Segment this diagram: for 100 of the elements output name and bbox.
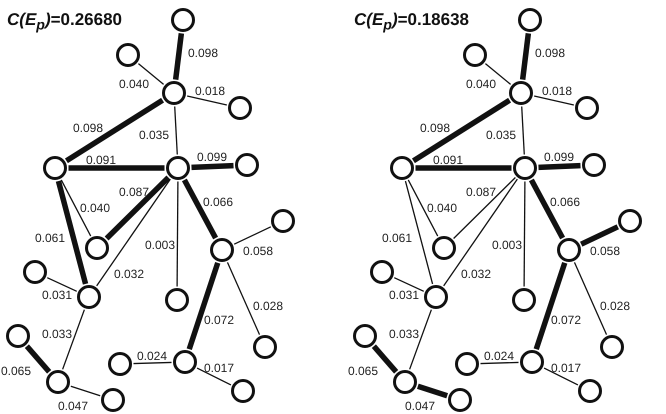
graph-edge (416, 165, 512, 171)
edge-weight-label: 0.065 (0, 365, 32, 377)
graph-node (22, 260, 46, 284)
graph-node (352, 324, 376, 348)
graph-edge (187, 95, 227, 106)
graph-node (100, 388, 124, 412)
edge-weight-label: 0.018 (194, 85, 226, 97)
edge-weight-label: 0.040 (80, 202, 110, 214)
graph-node (424, 284, 448, 308)
graph-edge (196, 367, 232, 386)
graph-node (164, 288, 188, 312)
graph-edge (133, 362, 172, 364)
graph-node (618, 208, 642, 232)
edge-weight-label: 0.035 (486, 129, 516, 141)
edge-weight-label: 0.047 (58, 400, 88, 412)
graph-edge (64, 98, 164, 164)
graph-node (46, 370, 70, 394)
graph-node (210, 238, 234, 262)
edge-weight-label: 0.028 (600, 300, 630, 312)
graph-edge (480, 362, 519, 364)
graph-edge (443, 178, 518, 286)
graph-edge (234, 226, 272, 245)
edge-weight-label: 0.066 (202, 196, 234, 208)
graph-edge (56, 180, 88, 285)
edge-weight-label: 0.033 (388, 328, 420, 340)
edge-weight-label: 0.066 (550, 196, 580, 208)
edge-weight-label: 0.017 (550, 362, 582, 374)
graph-node (234, 152, 258, 176)
edge-weight-label: 0.091 (86, 154, 116, 166)
graph-node (512, 288, 536, 312)
graph-edge (24, 344, 52, 374)
edge-weight-label: 0.058 (590, 245, 620, 257)
graph-node (574, 96, 598, 120)
graph-node (228, 96, 252, 120)
edge-weight-label: 0.065 (348, 365, 378, 377)
graph-edge (96, 178, 171, 286)
graph-node (84, 236, 108, 260)
edge-weight-label: 0.091 (432, 154, 464, 166)
graph-node (508, 80, 532, 104)
graph-node (432, 236, 456, 260)
graph-node (230, 378, 254, 402)
graph-edge (176, 182, 179, 286)
graph-node (170, 8, 194, 32)
graph-node (520, 350, 544, 374)
graph-node (578, 378, 602, 402)
graph-edge (574, 262, 608, 335)
edge-weight-label: 0.040 (466, 78, 496, 90)
graph-edge (104, 176, 170, 240)
edge-weight-label: 0.040 (426, 202, 458, 214)
edge-weight-label: 0.058 (242, 245, 274, 257)
graph-edge (394, 277, 424, 292)
graph-edge (521, 106, 525, 155)
graph-edge (191, 162, 234, 170)
graph-node (162, 80, 186, 104)
edge-weight-label: 0.003 (492, 239, 522, 251)
edge-weight-label: 0.072 (550, 314, 582, 326)
graph-edge (408, 180, 438, 236)
edge-weight-label: 0.031 (388, 289, 420, 301)
edge-weight-label: 0.098 (72, 122, 104, 134)
graph-node (6, 324, 30, 348)
graph-edge (453, 177, 516, 239)
edge-weight-label: 0.028 (252, 300, 284, 312)
graph-edge (580, 224, 619, 247)
panel-title: C(E$_{p}$)=0.18638 (354, 10, 469, 34)
graph-node (116, 42, 140, 66)
graph-edge (186, 262, 220, 350)
graph-edge (70, 386, 100, 396)
graph-edge (62, 309, 85, 370)
graph-edge (416, 384, 448, 398)
panel-title: C(E$_{p}$)=0.26680 (7, 10, 122, 34)
graph-edge (523, 182, 526, 286)
graph-node (252, 334, 276, 358)
edge-weight-label: 0.072 (204, 314, 234, 326)
edge-weight-label: 0.024 (136, 350, 168, 362)
graph-edge (409, 309, 432, 370)
edge-weight-label: 0.033 (42, 328, 72, 340)
edge-weight-label: 0.032 (460, 268, 492, 280)
graph-node (166, 156, 190, 180)
graph-edge (520, 33, 532, 80)
edge-weight-label: 0.018 (542, 85, 572, 97)
graph-node (448, 388, 472, 412)
graph-edge (404, 180, 434, 284)
edge-weight-label: 0.035 (138, 129, 170, 141)
edge-weight-label: 0.098 (534, 47, 566, 59)
graph-edge (412, 98, 512, 164)
graph-node (42, 156, 66, 180)
edge-weight-label: 0.061 (382, 232, 412, 244)
graph-edge (534, 95, 574, 106)
edge-weight-label: 0.099 (544, 151, 574, 163)
edge-weight-label: 0.098 (420, 122, 450, 134)
graph-edge (485, 63, 511, 85)
edge-weight-label: 0.017 (204, 362, 234, 374)
graph-node (76, 284, 100, 308)
graph-node (512, 156, 536, 180)
edge-weight-label: 0.040 (118, 78, 150, 90)
graph-node (390, 156, 414, 180)
graph-node (518, 8, 542, 32)
graph-edge (138, 63, 164, 85)
graph-node (454, 352, 478, 376)
graph-node (600, 334, 624, 358)
